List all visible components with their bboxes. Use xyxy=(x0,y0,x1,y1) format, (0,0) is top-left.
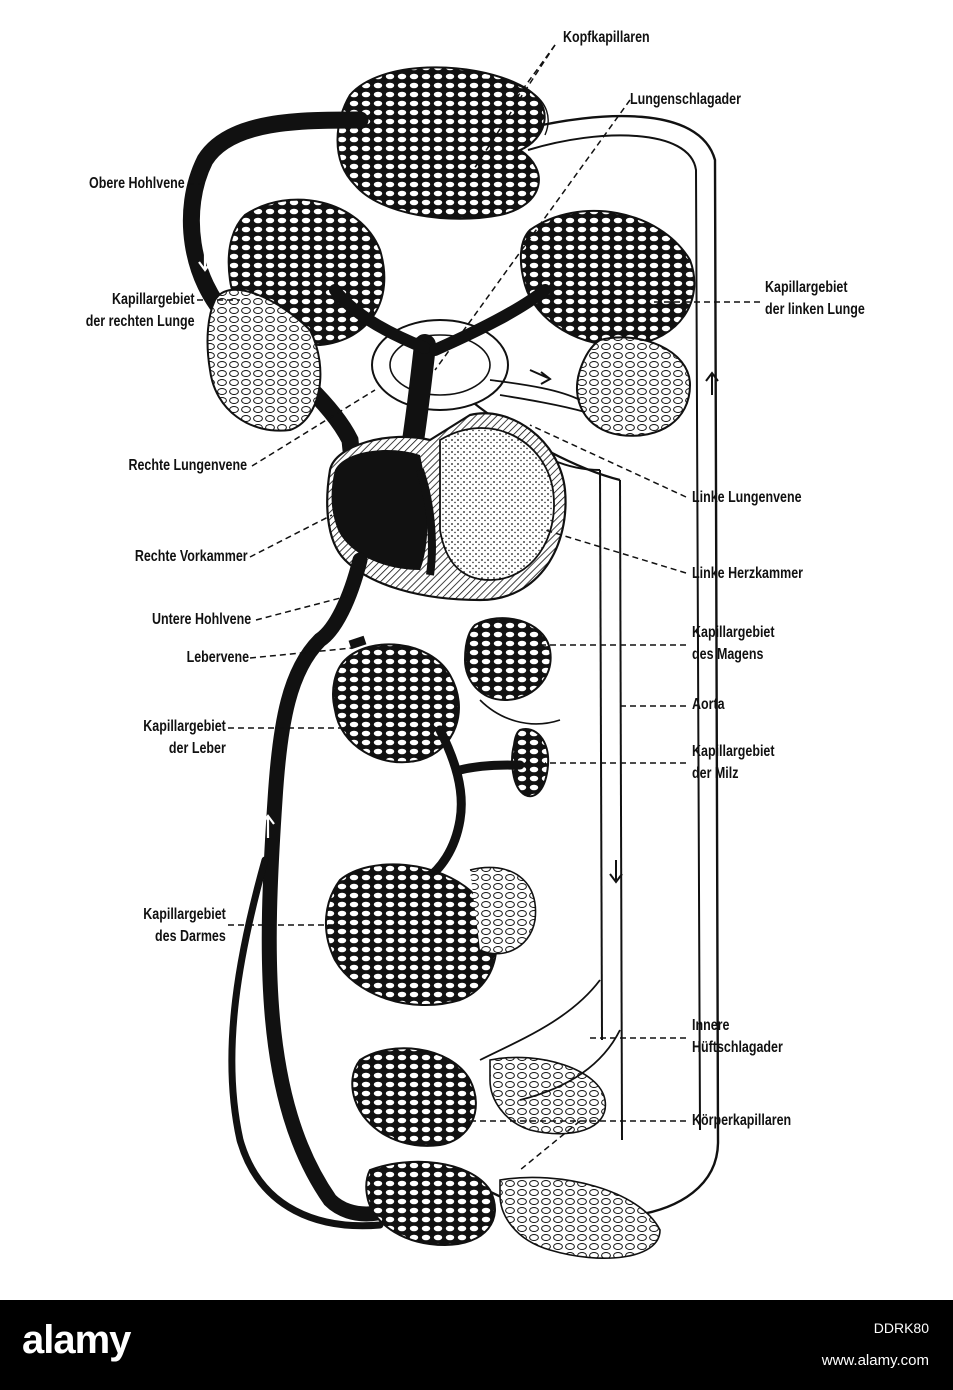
label-kapillargebiet-rechte-lunge: Kapillargebiet der rechten Lunge xyxy=(86,289,195,333)
label-linke-herzkammer: Linke Herzkammer xyxy=(692,565,803,582)
label-kapillargebiet-magen: Kapillargebiet des Magens xyxy=(692,622,775,666)
label-kapillargebiet-leber: Kapillargebiet der Leber xyxy=(143,716,226,760)
label-lebervene: Lebervene xyxy=(186,649,249,666)
label-line: der Leber xyxy=(169,740,226,757)
label-line: der Milz xyxy=(692,765,739,782)
flow-arrows xyxy=(198,248,275,838)
label-line: Hüftschlagader xyxy=(692,1039,783,1056)
label-line: des Magens xyxy=(692,646,764,663)
label-line: Kapillargebiet xyxy=(765,279,848,296)
label-line: der linken Lunge xyxy=(765,301,865,318)
label-aorta: Aorta xyxy=(692,696,725,713)
circulatory-system-diagram: Kopfkapillaren Lungenschlagader Obere Ho… xyxy=(86,29,865,1259)
label-rechte-lungenvene: Rechte Lungenvene xyxy=(128,457,247,474)
label-untere-hohlvene: Untere Hohlvene xyxy=(151,611,251,628)
label-line: Kapillargebiet xyxy=(692,743,775,760)
spleen-capillaries xyxy=(511,728,550,798)
watermark-url: www.alamy.com xyxy=(821,1352,929,1369)
heart xyxy=(326,412,567,602)
label-line: Kapillargebiet xyxy=(143,906,226,923)
label-kapillargebiet-darm: Kapillargebiet des Darmes xyxy=(143,904,226,948)
label-obere-hohlvene: Obere Hohlvene xyxy=(89,175,185,192)
outer-return-vein xyxy=(228,856,384,1230)
label-linke-lungenvene: Linke Lungenvene xyxy=(692,489,802,506)
label-rechte-vorkammer: Rechte Vorkammer xyxy=(135,548,248,565)
liver-capillaries xyxy=(332,635,460,764)
label-line: der rechten Lunge xyxy=(86,313,195,330)
portal-vein xyxy=(420,725,525,885)
leader-lines xyxy=(188,44,760,1171)
label-kopfkapillaren: Kopfkapillaren xyxy=(563,29,650,46)
stomach-capillaries xyxy=(463,617,561,725)
label-line: Kapillargebiet xyxy=(692,624,775,641)
label-koerperkapillaren: Körperkapillaren xyxy=(692,1112,792,1129)
black-flow-arrows xyxy=(529,369,719,884)
label-kapillargebiet-linke-lunge: Kapillargebiet der linken Lunge xyxy=(765,277,865,321)
label-line: Kapillargebiet xyxy=(143,718,226,735)
inferior-vena-cava xyxy=(261,552,428,1222)
label-line: des Darmes xyxy=(155,928,226,945)
diagram-drawing xyxy=(182,44,760,1259)
head-capillary-network xyxy=(336,66,549,220)
label-line: Kapillargebiet xyxy=(112,291,195,308)
left-lung-capillaries xyxy=(519,210,696,437)
label-line: Innere xyxy=(692,1017,730,1034)
internal-iliac-artery xyxy=(479,979,621,1101)
body-capillaries xyxy=(351,1047,661,1259)
watermark-logo: alamy xyxy=(22,1318,131,1362)
label-lungenschlagader: Lungenschlagader xyxy=(630,91,741,108)
label-kapillargebiet-milz: Kapillargebiet der Milz xyxy=(692,741,775,785)
watermark-banner xyxy=(0,1300,953,1390)
watermark-image-id: DDRK80 xyxy=(873,1320,929,1336)
intestine-capillaries xyxy=(324,863,537,1007)
label-innere-hueftschlagader: Innere Hüftschlagader xyxy=(692,1015,783,1059)
